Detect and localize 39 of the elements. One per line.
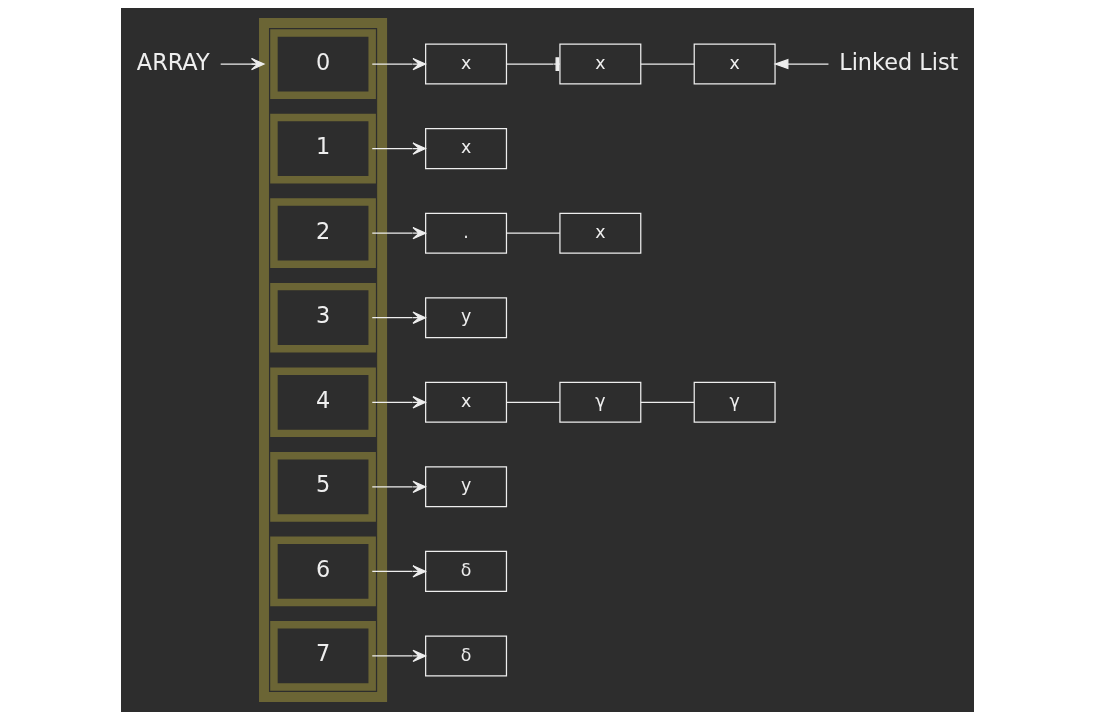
node-box: . (424, 212, 507, 254)
node-text: Linked List (838, 48, 958, 75)
arrow (219, 57, 265, 71)
arrow (371, 649, 426, 663)
node-box: δ (424, 550, 507, 592)
node-box: y (424, 466, 507, 508)
arrow (371, 480, 426, 494)
arrow (371, 565, 426, 578)
connector (639, 401, 695, 403)
arrow (371, 142, 426, 155)
cluster (258, 18, 387, 702)
node-box: x (693, 43, 776, 85)
node-box: x (424, 381, 507, 423)
node-box: 6 (269, 536, 376, 607)
node-box: x (424, 43, 507, 85)
node-box: γ (558, 381, 641, 423)
node-box: 5 (269, 452, 376, 522)
arrow (371, 226, 426, 240)
node-box: δ (424, 635, 507, 677)
node-box: 1 (269, 113, 376, 184)
node-box: y (424, 297, 507, 339)
node-box: 4 (269, 367, 376, 438)
connector (639, 63, 695, 65)
arrow (773, 58, 829, 70)
connector (505, 232, 560, 234)
node-box: x (558, 43, 641, 85)
node-box: 3 (269, 282, 376, 353)
node-box: γ (693, 381, 776, 423)
arrow (371, 311, 426, 324)
node-box: 0 (269, 29, 376, 99)
node-box: x (558, 212, 641, 254)
connector (505, 57, 560, 71)
arrow (371, 396, 426, 409)
node-text: ARRAY (136, 48, 210, 75)
node-box: 7 (269, 621, 376, 691)
arrow (371, 57, 426, 71)
node-box: x (424, 128, 507, 170)
connector (505, 401, 560, 403)
node-box: 2 (269, 198, 376, 268)
